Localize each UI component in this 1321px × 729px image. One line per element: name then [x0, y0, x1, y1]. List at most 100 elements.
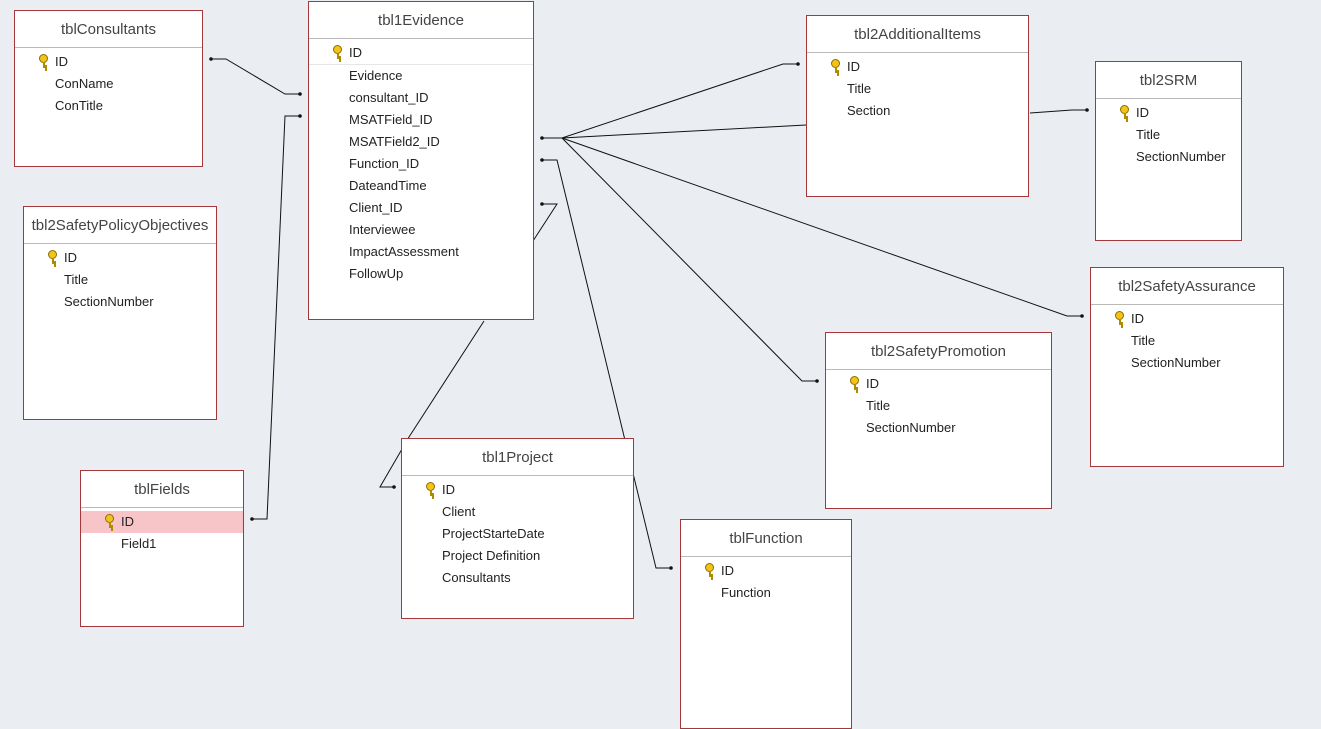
field-name: ID — [847, 59, 860, 74]
field-name: ID — [64, 250, 77, 265]
field-name: ID — [1131, 311, 1144, 326]
field-row[interactable]: Client — [402, 501, 633, 523]
table-title[interactable]: tbl2SafetyPromotion — [826, 333, 1051, 370]
key-icon — [831, 59, 840, 73]
key-icon — [1115, 311, 1124, 325]
field-row[interactable]: Consultants — [402, 567, 633, 589]
table-tbl1Evidence[interactable]: tbl1Evidence ID Evidence consultant_ID M… — [308, 1, 534, 320]
field-name: Title — [1136, 127, 1161, 142]
key-icon — [850, 376, 859, 390]
field-row[interactable]: MSATField2_ID — [309, 131, 533, 153]
field-row[interactable]: Title — [807, 78, 1028, 100]
field-row[interactable]: Title — [24, 269, 216, 291]
table-title[interactable]: tbl1Project — [402, 439, 633, 476]
field-row[interactable]: ID — [807, 56, 1028, 78]
field-row[interactable]: Function — [681, 582, 851, 604]
field-row[interactable]: Interviewee — [309, 219, 533, 241]
table-title[interactable]: tblFunction — [681, 520, 851, 557]
field-name: SectionNumber — [866, 420, 956, 435]
relationship-evidence-additionalitems-id — [542, 63, 798, 139]
relationship-fields-evidence — [252, 115, 300, 520]
field-row[interactable]: Function_ID — [309, 153, 533, 175]
field-row[interactable]: ID — [681, 560, 851, 582]
field-row[interactable]: DateandTime — [309, 175, 533, 197]
table-tbl1Project[interactable]: tbl1Project ID Client ProjectStarteDate … — [401, 438, 634, 619]
relationship-evidence-safetypromotion — [561, 137, 817, 382]
key-icon — [1120, 105, 1129, 119]
field-name: Title — [1131, 333, 1156, 348]
field-row[interactable]: ImpactAssessment — [309, 241, 533, 263]
key-icon — [105, 514, 114, 528]
field-name: SectionNumber — [64, 294, 154, 309]
field-name: Project Definition — [442, 548, 541, 563]
key-icon — [426, 482, 435, 496]
table-title[interactable]: tbl1Evidence — [309, 2, 533, 39]
field-row[interactable]: ID — [1091, 308, 1283, 330]
field-name: Title — [847, 81, 872, 96]
field-name: ProjectStarteDate — [442, 526, 545, 541]
field-name: Client — [442, 504, 476, 519]
key-icon — [39, 54, 48, 68]
table-tblFields[interactable]: tblFields ID Field1 — [80, 470, 244, 627]
field-name: ID — [866, 376, 879, 391]
field-row[interactable]: Title — [1091, 330, 1283, 352]
field-row[interactable]: SectionNumber — [826, 417, 1051, 439]
field-name: Interviewee — [349, 222, 416, 237]
field-row[interactable]: FollowUp — [309, 263, 533, 285]
table-tbl2SafetyPolicyObjectives[interactable]: tbl2SafetyPolicyObjectives ID Title Sect… — [23, 206, 217, 420]
field-row[interactable]: ConName — [15, 73, 202, 95]
field-name: ID — [721, 563, 734, 578]
field-row[interactable]: ID — [24, 247, 216, 269]
key-icon — [48, 250, 57, 264]
table-tblConsultants[interactable]: tblConsultants ID ConName ConTitle — [14, 10, 203, 167]
field-row[interactable]: Field1 — [81, 533, 243, 555]
field-row[interactable]: ID — [826, 373, 1051, 395]
field-name: Consultants — [442, 570, 511, 585]
field-name: ID — [1136, 105, 1149, 120]
field-row-selected[interactable]: ID — [81, 511, 243, 533]
relationship-evidence-additionalitems-section — [561, 124, 807, 139]
field-name: ConTitle — [55, 98, 103, 113]
field-row[interactable]: SectionNumber — [1096, 146, 1241, 168]
field-name: Evidence — [349, 68, 403, 83]
field-row[interactable]: MSATField_ID — [309, 109, 533, 131]
field-row[interactable]: Title — [1096, 124, 1241, 146]
field-row[interactable]: Title — [826, 395, 1051, 417]
field-name: Title — [64, 272, 89, 287]
table-title[interactable]: tbl2SafetyPolicyObjectives — [24, 207, 216, 244]
field-name: Function — [721, 585, 771, 600]
table-title[interactable]: tblFields — [81, 471, 243, 508]
field-name: Client_ID — [349, 200, 403, 215]
field-name: Field1 — [121, 536, 157, 551]
field-name: SectionNumber — [1131, 355, 1221, 370]
field-row[interactable]: consultant_ID — [309, 87, 533, 109]
field-name: Title — [866, 398, 891, 413]
field-name: ID — [55, 54, 68, 69]
table-tbl2SRM[interactable]: tbl2SRM ID Title SectionNumber — [1095, 61, 1242, 241]
field-name: MSATField2_ID — [349, 134, 440, 149]
field-name: ID — [121, 514, 134, 529]
field-name: ID — [442, 482, 455, 497]
field-row[interactable]: ProjectStarteDate — [402, 523, 633, 545]
table-title[interactable]: tblConsultants — [15, 11, 202, 48]
field-row[interactable]: Client_ID — [309, 197, 533, 219]
table-title[interactable]: tbl2SafetyAssurance — [1091, 268, 1283, 305]
field-name: Function_ID — [349, 156, 420, 171]
field-row[interactable]: SectionNumber — [24, 291, 216, 313]
table-tbl2AdditionalItems[interactable]: tbl2AdditionalItems ID Title Section — [806, 15, 1029, 197]
table-tbl2SafetyAssurance[interactable]: tbl2SafetyAssurance ID Title SectionNumb… — [1090, 267, 1284, 467]
field-row[interactable]: SectionNumber — [1091, 352, 1283, 374]
table-tblFunction[interactable]: tblFunction ID Function — [680, 519, 852, 729]
field-row[interactable]: ConTitle — [15, 95, 202, 117]
field-row[interactable]: ID — [15, 51, 202, 73]
field-row[interactable]: Evidence — [309, 65, 533, 87]
field-row[interactable]: Project Definition — [402, 545, 633, 567]
field-row[interactable]: Section — [807, 100, 1028, 122]
table-tbl2SafetyPromotion[interactable]: tbl2SafetyPromotion ID Title SectionNumb… — [825, 332, 1052, 509]
table-title[interactable]: tbl2AdditionalItems — [807, 16, 1028, 53]
field-row[interactable]: ID — [309, 42, 533, 65]
relationship-evidence-project — [532, 203, 558, 242]
table-title[interactable]: tbl2SRM — [1096, 62, 1241, 99]
field-row[interactable]: ID — [402, 479, 633, 501]
field-row[interactable]: ID — [1096, 102, 1241, 124]
